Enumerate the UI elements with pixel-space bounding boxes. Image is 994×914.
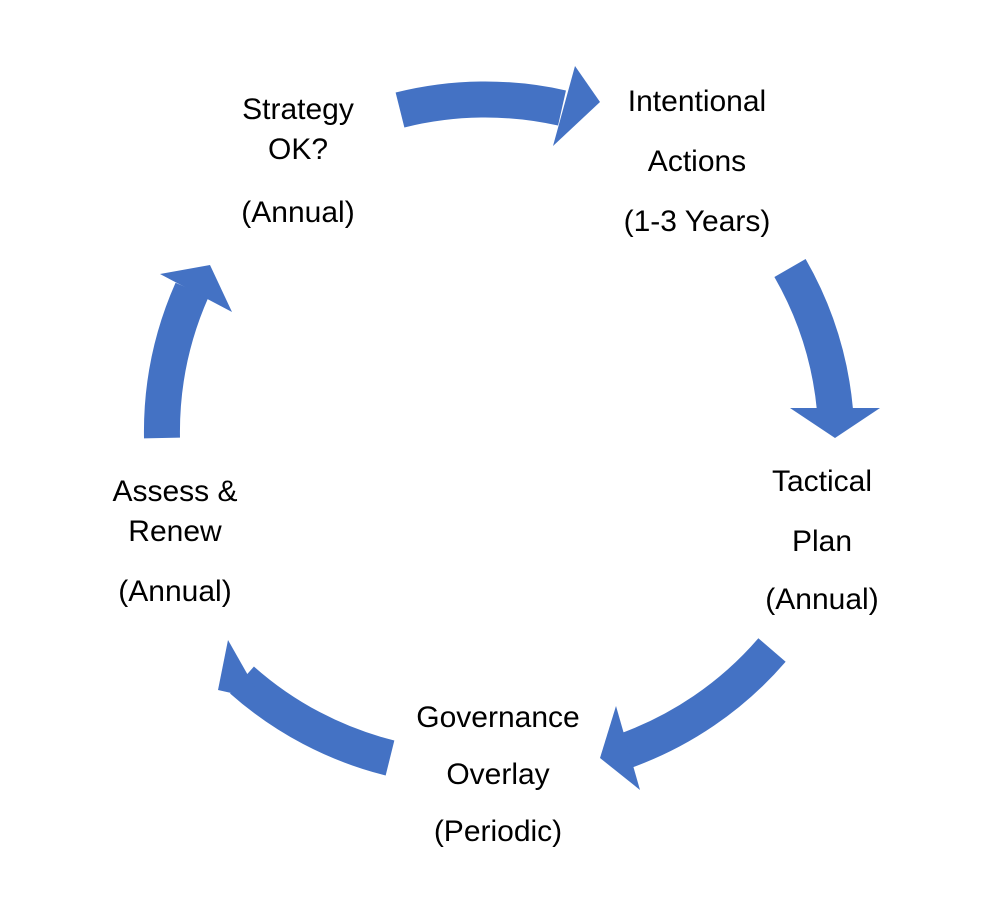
arrow-governance-to-assess <box>230 666 395 776</box>
strategy-title: Strategy <box>242 93 354 126</box>
assess-frequency: (Annual) <box>118 575 232 608</box>
governance-frequency: (Periodic) <box>433 815 563 848</box>
arrowhead-right <box>790 408 880 438</box>
arrowhead-bottom-left <box>218 640 262 700</box>
arrow-strategy-to-intentional <box>395 81 566 128</box>
tactical-title: Tactical <box>771 465 873 498</box>
assess-subtitle: Renew <box>128 515 222 548</box>
governance-title: Governance <box>416 701 580 734</box>
intentional-title: Intentional <box>627 85 767 118</box>
strategy-subtitle: OK? <box>267 133 329 166</box>
governance-subtitle: Overlay <box>446 758 550 791</box>
arrowhead-bottom-right <box>600 706 640 790</box>
arrowhead-top <box>553 66 600 146</box>
intentional-subtitle: Actions <box>647 145 747 178</box>
arrow-assess-to-strategy <box>143 282 209 439</box>
arrow-tactical-to-governance <box>615 638 786 769</box>
tactical-subtitle: Plan <box>791 525 853 558</box>
arrowhead-left <box>160 265 232 312</box>
strategy-frequency: (Annual) <box>241 196 355 229</box>
arrow-intentional-to-tactical <box>774 259 853 412</box>
tactical-frequency: (Annual) <box>765 583 879 616</box>
intentional-frequency: (1-3 Years) <box>623 205 771 238</box>
assess-title: Assess & <box>112 475 238 508</box>
